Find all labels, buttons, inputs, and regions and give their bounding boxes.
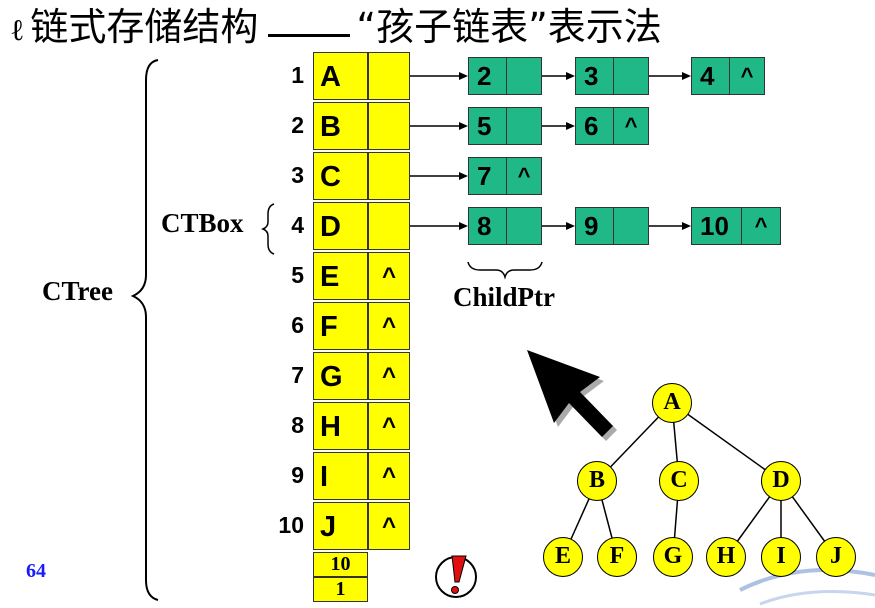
bullet-icon: ℓ (10, 13, 25, 48)
big-black-arrow-icon (527, 350, 617, 441)
list-node-pointer (507, 108, 541, 144)
list-node-pointer: ^ (517, 163, 531, 188)
row-index: 3 (291, 162, 304, 188)
pointer-cell: ^ (368, 502, 410, 550)
tree-node: C (659, 461, 699, 501)
tree-node: J (816, 537, 856, 577)
pointer-cell: ^ (368, 452, 410, 500)
data-cell: F (313, 302, 368, 350)
university-logo (739, 568, 875, 606)
list-node-pointer (614, 208, 648, 244)
ctbox-brace (260, 203, 275, 255)
title-main: 链式存储结构 (30, 5, 259, 49)
pointer-cell (368, 152, 410, 200)
list-node-pointer: ^ (740, 63, 754, 88)
arrow-head (566, 72, 575, 80)
exclamation-icon (435, 555, 477, 598)
data-cell: A (313, 52, 368, 100)
arrow-head (566, 222, 575, 230)
pointer-cell (368, 102, 410, 150)
row-index: 7 (291, 362, 304, 388)
row-index: 5 (291, 262, 304, 288)
data-cell: E (313, 252, 368, 300)
arrow-head (682, 72, 691, 80)
tree-node: A (652, 383, 692, 423)
childptr-brace (467, 261, 543, 280)
title-sub: “孩子链表”表示法 (356, 5, 662, 49)
pointer-cell: ^ (368, 352, 410, 400)
pointer-cell: ^ (368, 402, 410, 450)
arrow-head (459, 172, 468, 180)
list-node-value: 7 (469, 158, 507, 194)
row-index: 4 (291, 212, 304, 238)
ctbox-label: CTBox (161, 208, 244, 238)
list-node-value: 9 (576, 208, 614, 244)
arrow-head (566, 122, 575, 130)
data-cell: J (313, 502, 368, 550)
childptr-label: ChildPtr (453, 282, 556, 312)
list-node-pointer: ^ (624, 113, 638, 138)
list-node-pointer: ^ (754, 213, 768, 238)
tree-node: F (597, 537, 637, 577)
root-index-cell: 1 (313, 577, 368, 602)
row-index: 8 (291, 412, 304, 438)
tree-edge (671, 402, 782, 482)
pointer-cell: ^ (368, 252, 410, 300)
list-node-value: 5 (469, 108, 507, 144)
title-dash (268, 34, 351, 37)
list-node-pointer (507, 58, 541, 94)
tree-node: B (577, 461, 617, 501)
data-cell: C (313, 152, 368, 200)
list-node-value: 3 (576, 58, 614, 94)
list-node: 6^ (575, 107, 649, 145)
row-index: 6 (291, 312, 304, 338)
list-node-value: 2 (469, 58, 507, 94)
list-node: 2 (468, 57, 542, 95)
list-node: 10 ^ (691, 207, 781, 245)
ctree-label: CTree (42, 276, 113, 306)
tree-node: E (543, 537, 583, 577)
data-cell: D (313, 202, 368, 250)
row-index: 1 (291, 62, 304, 88)
tree-node: D (761, 461, 801, 501)
tree-node: I (761, 537, 801, 577)
ctree-brace (130, 59, 159, 601)
arrow-head (459, 222, 468, 230)
row-index: 10 (278, 512, 304, 538)
list-node: 4^ (691, 57, 765, 95)
list-node-value: 4 (692, 58, 730, 94)
list-node-pointer (507, 208, 541, 244)
list-node-pointer (614, 58, 648, 94)
list-node: 7^ (468, 157, 542, 195)
list-node: 9 (575, 207, 649, 245)
list-node-value: 8 (469, 208, 507, 244)
data-cell: I (313, 452, 368, 500)
arrow-head (459, 122, 468, 130)
node-count-cell: 10 (313, 552, 368, 577)
row-index: 2 (291, 112, 304, 138)
list-node-value: 10 (692, 208, 742, 244)
pointer-cell (368, 52, 410, 100)
row-index: 9 (291, 462, 304, 488)
list-node-value: 6 (576, 108, 614, 144)
arrow-head (682, 222, 691, 230)
page-number: 64 (26, 560, 46, 582)
pointer-cell: ^ (368, 302, 410, 350)
list-node: 3 (575, 57, 649, 95)
data-cell: G (313, 352, 368, 400)
list-node: 8 (468, 207, 542, 245)
tree-node: G (653, 537, 693, 577)
data-cell: B (313, 102, 368, 150)
arrow-head (459, 72, 468, 80)
data-cell: H (313, 402, 368, 450)
list-node: 5 (468, 107, 542, 145)
tree-node: H (706, 537, 746, 577)
pointer-cell (368, 202, 410, 250)
